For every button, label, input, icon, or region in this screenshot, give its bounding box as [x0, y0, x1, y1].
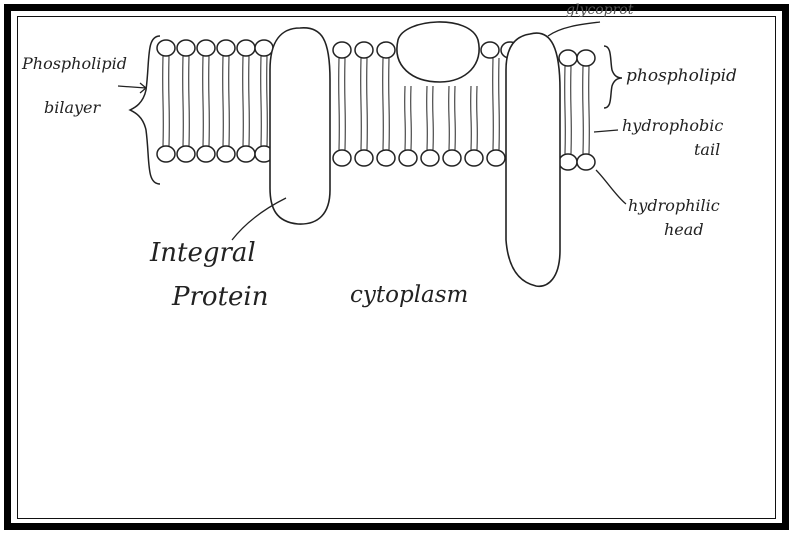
lipid-head-top: [559, 50, 577, 66]
lipid-head-top: [197, 40, 215, 56]
label-phospholipid: phospholipid: [626, 66, 737, 86]
lipid-tail: [565, 66, 566, 154]
peripheral-protein: [397, 22, 479, 82]
lipid-tail: [243, 56, 244, 146]
lipid-head-top: [177, 40, 195, 56]
lipid-tail: [583, 66, 584, 154]
lipid-tail: [427, 86, 428, 150]
lipid-tail: [249, 56, 250, 146]
label-hydrophilic-head-line1: hydrophilic: [628, 196, 720, 215]
integral-protein-left: [270, 28, 330, 224]
glycoprotein-pointer: [548, 22, 600, 36]
label-phospholipid-bilayer-line1: Phospholipid: [22, 54, 127, 73]
lipid-tail: [169, 56, 170, 146]
label-integral-protein-line2: Protein: [172, 282, 268, 312]
label-hydrophobic-tail-line2: tail: [694, 140, 720, 159]
lipid-tail: [229, 56, 230, 146]
integral-protein-right: [506, 33, 560, 286]
lipid-tail: [163, 56, 164, 146]
phospholipid-brace: [604, 46, 622, 108]
label-phospholipid-bilayer-line2: bilayer: [44, 98, 100, 117]
lipid-tail: [571, 66, 572, 154]
lipid-head-top: [333, 42, 351, 58]
lipid-head-top: [481, 42, 499, 58]
lipid-tail: [493, 58, 494, 150]
lipid-head-bottom: [197, 146, 215, 162]
lipid-tail: [339, 58, 340, 150]
label-hydrophilic-head-line2: head: [664, 220, 704, 239]
lipid-tail: [361, 58, 362, 150]
lipid-head-top: [157, 40, 175, 56]
bilayer-arrow: [118, 83, 146, 93]
lipid-tail: [223, 56, 224, 146]
lipid-tail: [267, 56, 268, 146]
lipid-head-bottom: [333, 150, 351, 166]
lipid-tail: [389, 58, 390, 150]
lipid-head-bottom: [177, 146, 195, 162]
lipid-tail: [367, 58, 368, 150]
lipid-tail: [189, 56, 190, 146]
lipid-head-top: [255, 40, 273, 56]
lipid-tail: [261, 56, 262, 146]
lipid-tail: [449, 86, 450, 150]
lipid-head-bottom: [217, 146, 235, 162]
bilayer-brace-left: [130, 36, 160, 184]
lipid-tail: [383, 58, 384, 150]
hydrophilic-head-pointer: [596, 170, 626, 204]
lipid-tail: [209, 56, 210, 146]
lipid-tail: [477, 86, 478, 150]
lipid-head-top: [355, 42, 373, 58]
lipid-head-bottom: [421, 150, 439, 166]
lipid-head-bottom: [443, 150, 461, 166]
label-integral-protein-line1: Integral: [150, 238, 256, 268]
lipid-head-bottom: [559, 154, 577, 170]
lipid-tail: [455, 86, 456, 150]
lipid-tail: [203, 56, 204, 146]
lipid-tail: [411, 86, 412, 150]
hydrophobic-tail-pointer: [594, 130, 618, 132]
lipid-head-bottom: [377, 150, 395, 166]
label-hydrophobic-tail-line1: hydrophobic: [622, 116, 723, 135]
lipid-head-bottom: [577, 154, 595, 170]
lipid-tail: [471, 86, 472, 150]
lipid-head-top: [377, 42, 395, 58]
lipid-tail: [433, 86, 434, 150]
lipid-tail: [499, 58, 500, 150]
lipid-head-bottom: [355, 150, 373, 166]
lipid-tail: [345, 58, 346, 150]
lipid-head-bottom: [237, 146, 255, 162]
lipid-head-top: [577, 50, 595, 66]
label-glycoprotein-cropped: glycoprot: [566, 2, 633, 18]
label-cytoplasm: cytoplasm: [350, 282, 468, 308]
lipid-head-bottom: [465, 150, 483, 166]
lipid-head-bottom: [487, 150, 505, 166]
lipid-head-top: [237, 40, 255, 56]
lipid-head-top: [217, 40, 235, 56]
lipid-tail: [589, 66, 590, 154]
lipid-tail: [405, 86, 406, 150]
lipid-head-bottom: [157, 146, 175, 162]
lipid-head-bottom: [399, 150, 417, 166]
lipid-tail: [183, 56, 184, 146]
